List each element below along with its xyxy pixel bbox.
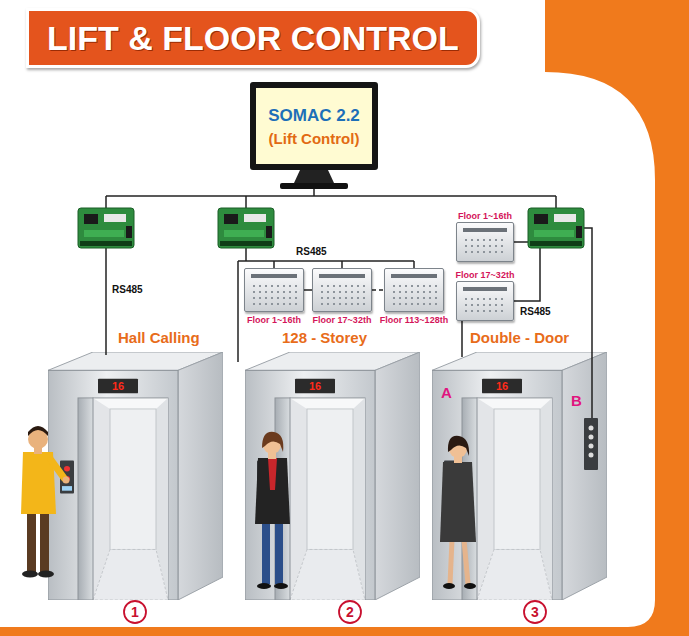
floor-label: Floor 1~16th — [247, 315, 301, 325]
bus-label: RS485 — [112, 284, 143, 295]
wires — [106, 189, 592, 418]
floor-module: Floor 17~32th — [456, 281, 514, 321]
callout-number: 1 — [124, 601, 146, 623]
lift-caption: Hall Calling — [118, 329, 200, 346]
lift-caption: 128 - Storey — [282, 329, 367, 346]
screen-text: SOMAC 2.2 — [268, 106, 360, 126]
white-panel — [0, 0, 655, 627]
floor-display: 16 — [98, 379, 138, 393]
screen-text: (Lift Control) — [269, 130, 360, 147]
callout-number: 2 — [339, 601, 361, 623]
door-letter: A — [441, 384, 452, 401]
floor-display: 16 — [482, 379, 522, 393]
door-letter: B — [571, 392, 582, 409]
monitor-screen: SOMAC 2.2 (Lift Control) — [250, 82, 378, 170]
floor-label: Floor 113~128th — [380, 315, 448, 325]
bus-label: RS485 — [520, 306, 551, 317]
bus-label: RS485 — [296, 246, 327, 257]
floor-module: Floor 1~16th — [456, 222, 514, 262]
woman-figure — [440, 436, 476, 589]
title-banner: LIFT & FLOOR CONTROL — [26, 8, 480, 68]
floor-label: Floor 1~16th — [458, 211, 512, 221]
floor-display: 16 — [295, 379, 335, 393]
callout-number: 3 — [524, 601, 546, 623]
floor-module: Floor 17~32th — [312, 268, 372, 312]
lift-caption: Double - Door — [470, 329, 569, 346]
monitor-stand — [280, 170, 348, 189]
bus-connector — [372, 289, 384, 291]
bus-connector — [304, 289, 312, 291]
callout-circles — [124, 601, 546, 623]
floor-module: Floor 113~128th — [384, 268, 444, 312]
title-text: LIFT & FLOOR CONTROL — [47, 19, 459, 57]
floor-module: Floor 1~16th — [244, 268, 304, 312]
lifts — [48, 352, 607, 600]
woman-figure — [255, 432, 290, 589]
floor-label: Floor 17~32th — [456, 270, 515, 280]
floor-label: Floor 17~32th — [313, 315, 372, 325]
man-figure — [21, 426, 70, 578]
